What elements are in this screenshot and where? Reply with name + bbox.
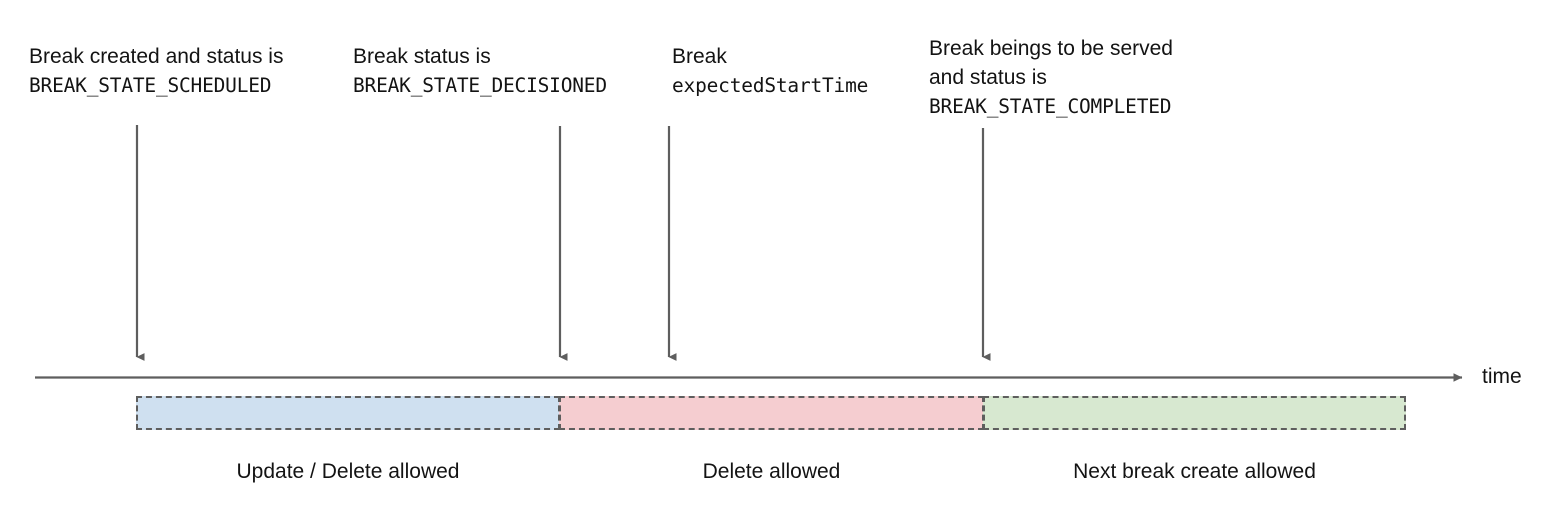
annotation-decisioned-line-2: BREAK_STATE_DECISIONED xyxy=(353,74,607,97)
time-axis-label: time xyxy=(1482,365,1522,388)
phase-caption-update-delete: Update / Delete allowed xyxy=(236,460,460,483)
annotation-completed-line-1: Break beings to be served xyxy=(929,37,1173,60)
annotation-scheduled: Break created and status is BREAK_STATE_… xyxy=(29,42,283,100)
phase-caption-delete-only: Delete allowed xyxy=(702,460,841,483)
phase-bar-update-delete xyxy=(136,396,560,430)
phase-bar-next-break-create xyxy=(983,396,1406,430)
annotation-completed-line-2: and status is xyxy=(929,66,1047,89)
annotation-expected-start-time-line-2: expectedStartTime xyxy=(672,74,869,97)
annotation-scheduled-line-1: Break created and status is xyxy=(29,45,284,68)
annotation-scheduled-line-2: BREAK_STATE_SCHEDULED xyxy=(29,74,272,97)
phase-caption-next-break-create: Next break create allowed xyxy=(1073,460,1316,483)
annotation-completed: Break beings to be served and status is … xyxy=(929,34,1173,121)
annotation-completed-line-3: BREAK_STATE_COMPLETED xyxy=(929,95,1172,118)
annotation-expected-start-time: Break expectedStartTime xyxy=(672,42,868,100)
phase-bar-delete-only xyxy=(559,396,984,430)
annotation-decisioned-line-1: Break status is xyxy=(353,45,491,68)
annotation-decisioned: Break status is BREAK_STATE_DECISIONED xyxy=(353,42,607,100)
annotation-expected-start-time-line-1: Break xyxy=(672,45,727,68)
